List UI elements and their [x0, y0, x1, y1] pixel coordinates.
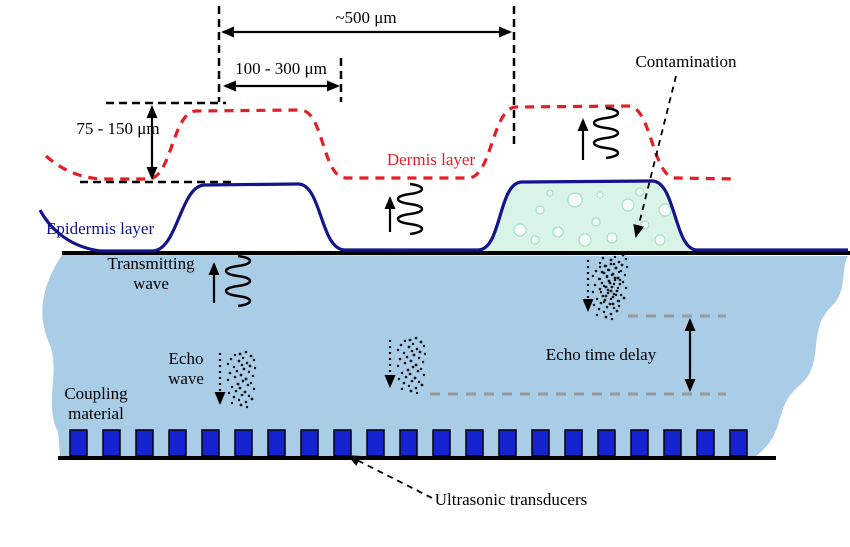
dim-height-label: 75 - 150 μm	[76, 119, 160, 138]
echo-wave-label: Echo wave	[168, 349, 204, 389]
transducer	[267, 429, 286, 457]
transducer-array	[69, 429, 748, 457]
transmit-wave-squiggle-valley	[396, 182, 424, 236]
transducer	[168, 429, 187, 457]
transducer	[531, 429, 550, 457]
transducer	[201, 429, 220, 457]
contamination-leader-arrow	[633, 75, 677, 238]
dim-ridge-label: 100 - 300 μm	[235, 59, 327, 78]
transducer	[597, 429, 616, 457]
transducer	[234, 429, 253, 457]
epidermis-layer-label: Epidermis layer	[46, 219, 155, 238]
ultrasonic-transducers-label: Ultrasonic transducers	[434, 490, 588, 509]
dermis-curve	[44, 104, 737, 181]
transmit-wave-squiggle-ridge	[592, 106, 620, 160]
contamination-texture	[513, 187, 672, 247]
transducer	[663, 429, 682, 457]
transducer	[102, 429, 121, 457]
transducer	[399, 429, 418, 457]
transducer	[696, 429, 715, 457]
transducer-baseline	[58, 456, 776, 460]
transducer	[465, 429, 484, 457]
coupling-material-label: Coupling material	[64, 384, 128, 424]
transducer	[333, 429, 352, 457]
transducers-leader-arrow	[347, 455, 433, 499]
transducer	[69, 429, 88, 457]
transmitting-wave-label: Transmitting wave	[107, 254, 195, 294]
dermis-layer-label: Dermis layer	[386, 150, 476, 169]
epidermis-curve	[38, 179, 848, 253]
platen-top-line	[62, 251, 850, 255]
transducer	[729, 429, 748, 457]
transducer	[135, 429, 154, 457]
transducer	[564, 429, 583, 457]
transducer	[432, 429, 451, 457]
transducer	[366, 429, 385, 457]
transducer	[630, 429, 649, 457]
dim-overall-label: ~500 μm	[335, 8, 397, 27]
transducer	[498, 429, 517, 457]
echo-time-delay-label: Echo time delay	[545, 345, 657, 364]
contamination-label: Contamination	[635, 52, 737, 71]
transducer	[300, 429, 319, 457]
